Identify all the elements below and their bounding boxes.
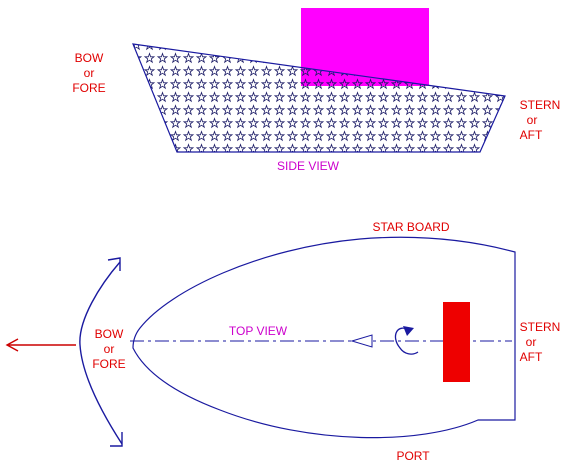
rudder-block <box>443 302 470 382</box>
hull-side-profile <box>132 43 506 153</box>
port-label: PORT <box>396 449 430 463</box>
top-stern-label-line3: AFT <box>520 350 543 364</box>
side-bow-label-line2: or <box>84 66 95 80</box>
bow-curved-arrow <box>79 261 123 445</box>
side-view-caption: SIDE VIEW <box>277 159 340 173</box>
side-bow-label-line3: FORE <box>72 81 105 95</box>
side-stern-label-line2: or <box>527 113 538 127</box>
top-view-caption: TOP VIEW <box>229 324 288 338</box>
bow-arrow-top-head <box>107 257 121 271</box>
starboard-label: STAR BOARD <box>372 220 449 234</box>
top-stern-label-line2: or <box>526 335 537 349</box>
bow-arrow-bottom-head <box>110 432 123 447</box>
side-view: BOW or FORE STERN or AFT SIDE VIEW <box>72 8 560 173</box>
top-bow-label-line1: BOW <box>95 327 124 341</box>
side-bow-label-line1: BOW <box>75 51 104 65</box>
top-bow-label-line3: FORE <box>92 357 125 371</box>
centre-arrow-head <box>350 334 373 348</box>
side-stern-label-line1: STERN <box>520 98 561 112</box>
top-stern-label-line1: STERN <box>520 320 561 334</box>
side-stern-label-line3: AFT <box>520 128 543 142</box>
rotation-icon <box>394 327 419 355</box>
forward-motion-arrow-head <box>5 338 19 352</box>
hull-top-outline <box>132 236 516 439</box>
top-bow-label-line2: or <box>104 342 115 356</box>
rotation-arrow-head <box>403 326 414 336</box>
top-view: STAR BOARD PORT TOP VIEW BOW or FORE STE… <box>5 220 561 463</box>
